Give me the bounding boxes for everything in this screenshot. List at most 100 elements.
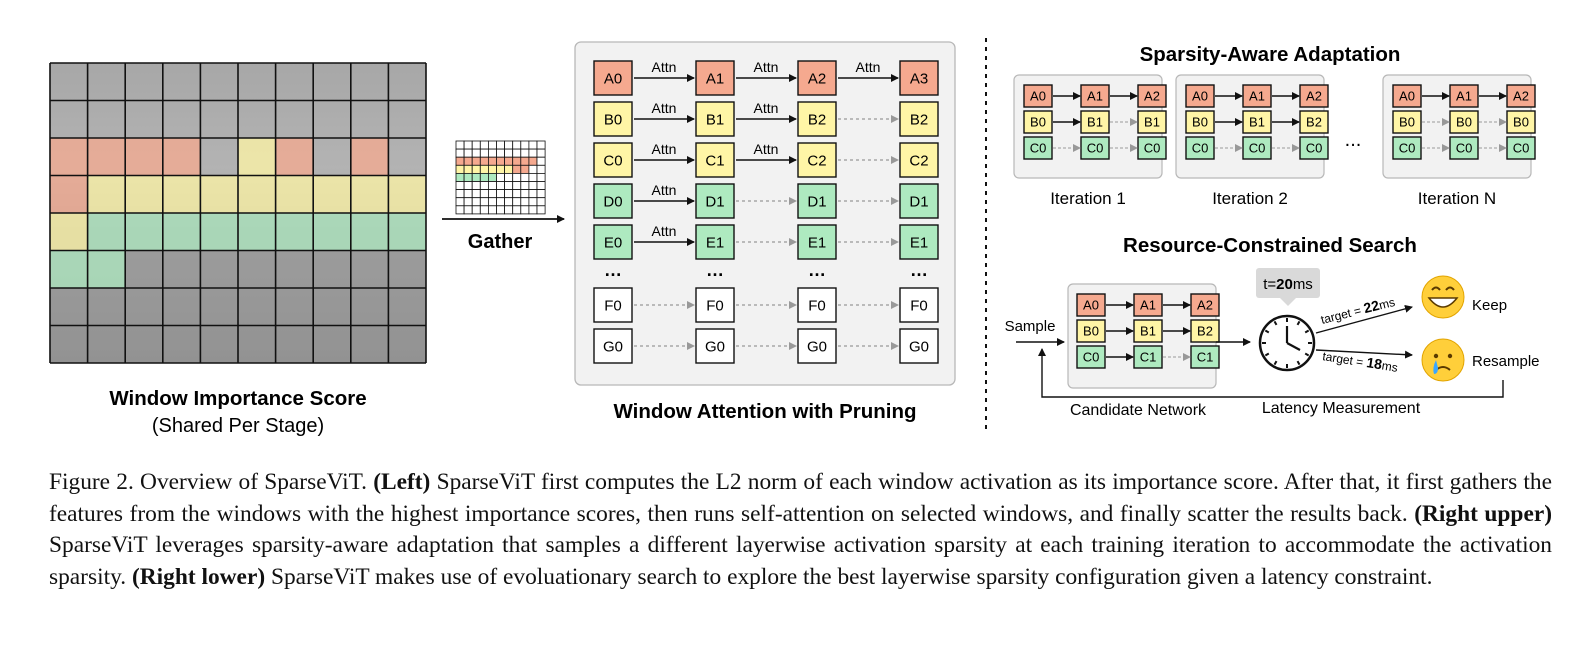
mini-grid-cell (504, 156, 514, 166)
svg-text:A2: A2 (1144, 89, 1160, 104)
attention-panel (574, 41, 956, 386)
iteration-label: Iteration N (1418, 189, 1496, 208)
token-C0: C0 (1449, 136, 1479, 160)
token-B2: B2 (899, 101, 939, 137)
svg-text:F0: F0 (808, 297, 826, 314)
svg-text:A0: A0 (1192, 89, 1208, 104)
mini-grid-cell (455, 148, 465, 158)
mini-grid-cell (471, 164, 481, 174)
token-E1: E1 (695, 224, 735, 260)
mini-grid-cell (487, 197, 497, 207)
heatmap-cell (87, 175, 126, 213)
mini-grid-cell (455, 189, 465, 199)
middle-title: Window Attention with Pruning (613, 400, 916, 423)
mini-grid-cell (504, 140, 514, 150)
mini-grid-cell (487, 156, 497, 166)
mini-grid-cell (528, 140, 538, 150)
mini-grid-cell (536, 181, 546, 191)
svg-text:E0: E0 (604, 234, 622, 251)
heatmap-cell (238, 138, 276, 176)
mini-grid-cell (512, 189, 522, 199)
mini-grid-cell (455, 172, 465, 182)
token-D1: D1 (695, 183, 735, 219)
token-C1: C1 (1133, 345, 1163, 369)
svg-text:G0: G0 (909, 338, 929, 355)
token-C0: C0 (1023, 136, 1053, 160)
iteration-dots: ... (1345, 129, 1362, 151)
svg-text:B2: B2 (910, 111, 928, 128)
heatmap-cell (313, 213, 351, 251)
mini-grid-cell (520, 156, 530, 166)
attn-label: Attn (652, 141, 677, 157)
token-E0: E0 (593, 224, 633, 260)
clock-icon (1258, 314, 1316, 372)
svg-text:B1: B1 (706, 111, 724, 128)
left-subtitle: (Shared Per Stage) (152, 415, 324, 437)
keep-label: Keep (1472, 297, 1507, 314)
gather-mini-grid (455, 140, 546, 215)
heatmap-cell (87, 138, 126, 176)
mini-grid-cell (479, 156, 489, 166)
svg-text:D0: D0 (603, 193, 622, 210)
svg-text:A1: A1 (1140, 298, 1156, 313)
heatmap-cell (388, 175, 426, 213)
right-upper-title: Sparsity-Aware Adaptation (1140, 43, 1401, 66)
mini-grid-cell (520, 140, 530, 150)
svg-text:A3: A3 (910, 70, 928, 87)
svg-text:C0: C0 (603, 152, 622, 169)
token-E1: E1 (899, 224, 939, 260)
token-G0: G0 (593, 328, 633, 364)
heatmap-cell (200, 175, 238, 213)
svg-text:A1: A1 (706, 70, 724, 87)
mini-grid-cell (520, 181, 530, 191)
mini-grid-cell (512, 140, 522, 150)
target-resample: target = 18ms (1322, 347, 1400, 375)
svg-text:A2: A2 (808, 70, 826, 87)
latency-label: Latency Measurement (1262, 400, 1421, 417)
mini-grid-cell (463, 181, 473, 191)
token-D0: D0 (593, 183, 633, 219)
mini-grid-cell (471, 181, 481, 191)
mini-grid-cell (471, 140, 481, 150)
token-D1: D1 (797, 183, 837, 219)
caption-right-upper-tag: (Right upper) (1414, 500, 1552, 527)
heatmap-cell (50, 250, 88, 288)
token-B0: B0 (1023, 110, 1053, 134)
mini-grid-cell (487, 172, 497, 182)
heatmap-cell (275, 138, 314, 176)
heatmap-cell (125, 213, 163, 251)
token-A3: A3 (899, 60, 939, 96)
mini-grid-cell (536, 156, 546, 166)
timer-text: t=20ms (1263, 276, 1313, 293)
mini-grid-cell (455, 140, 465, 150)
mini-grid-cell (487, 140, 497, 150)
happy-face-icon (1421, 275, 1465, 319)
svg-text:D1: D1 (909, 193, 928, 210)
mini-grid-cell (487, 148, 497, 158)
mini-grid-cell (504, 148, 514, 158)
target-keep: target = 22ms (1319, 293, 1397, 327)
token-C2: C2 (899, 142, 939, 178)
mini-grid-cell (463, 197, 473, 207)
token-A0: A0 (1392, 84, 1422, 108)
iteration-label: Iteration 1 (1050, 189, 1126, 208)
svg-text:B1: B1 (1140, 324, 1156, 339)
heatmap-cell (50, 138, 88, 176)
mini-grid-cell (479, 181, 489, 191)
heatmap-cell (238, 175, 276, 213)
heatmap-cell (162, 175, 201, 213)
svg-text:F0: F0 (604, 297, 622, 314)
attn-label: Attn (652, 182, 677, 198)
svg-text:C0: C0 (1513, 141, 1530, 156)
mini-grid-cell (487, 205, 497, 215)
token-B0: B0 (1449, 110, 1479, 134)
timer-bubble-tail (1280, 298, 1296, 306)
mini-grid-cell (479, 140, 489, 150)
svg-text:E1: E1 (706, 234, 724, 251)
svg-text:A0: A0 (604, 70, 622, 87)
heatmap-cell (275, 213, 314, 251)
token-B2: B2 (1299, 110, 1329, 134)
svg-text:A2: A2 (1306, 89, 1322, 104)
